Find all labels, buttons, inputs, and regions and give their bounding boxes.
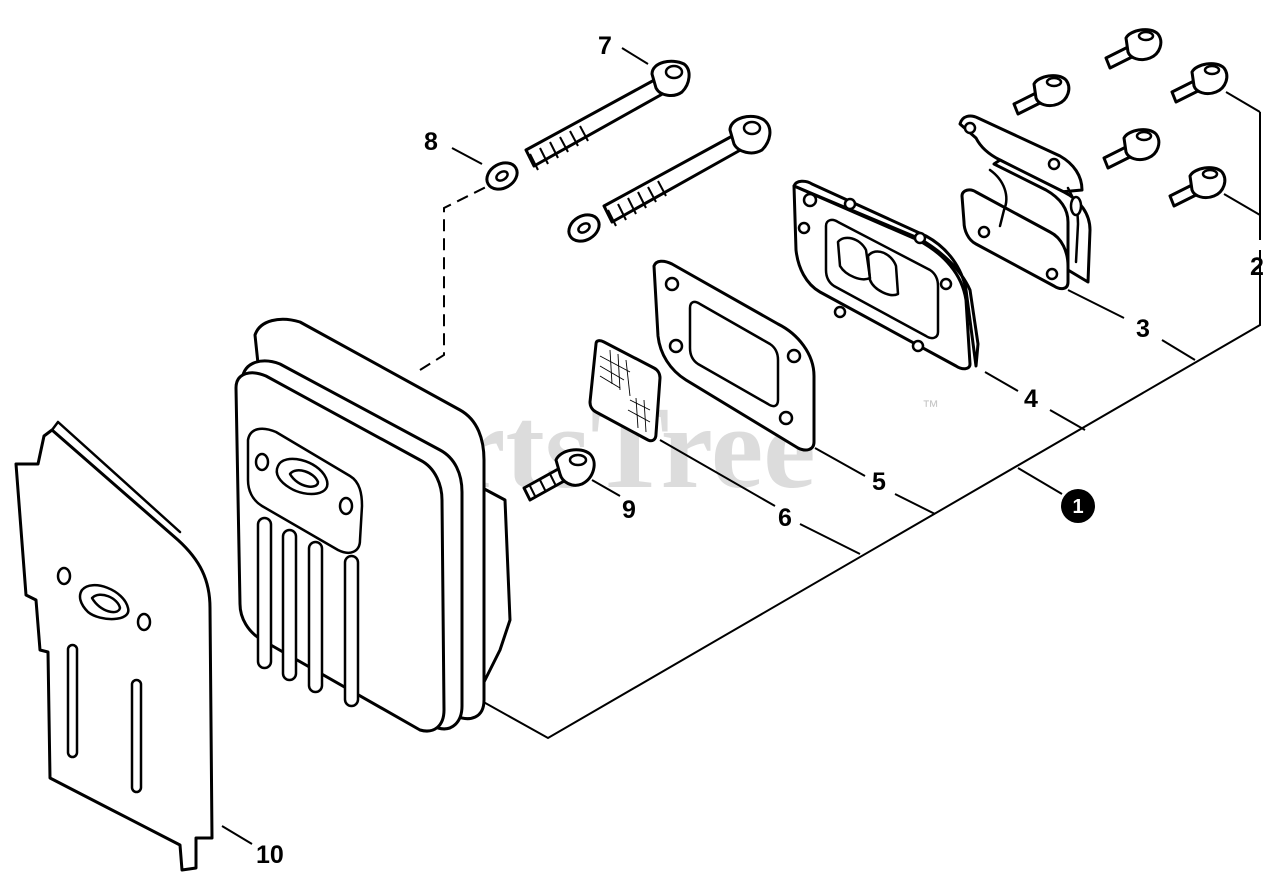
part-7-bolts: [524, 59, 772, 227]
part-4-catalyst-plate: [792, 179, 980, 371]
screw-2b: [1012, 74, 1071, 116]
leader-10: [221, 825, 253, 845]
alignment-dashed-line: [419, 185, 489, 371]
callout-10: 10: [256, 841, 284, 869]
callout-5: 5: [872, 468, 886, 496]
callout-2: 2: [1250, 253, 1264, 281]
callout-4: 4: [1024, 385, 1038, 413]
callout-6: 6: [778, 504, 792, 532]
callout-3: 3: [1136, 315, 1150, 343]
callout-9: 9: [622, 496, 636, 524]
part-3-bracket: [958, 114, 1092, 291]
part-6-screen: [588, 339, 662, 443]
callout-1-badge: 1: [1061, 489, 1095, 523]
part-9-screw: [522, 448, 596, 502]
callout-8: 8: [424, 128, 438, 156]
screw-2d: [1102, 128, 1161, 170]
muffler-body: [234, 317, 512, 733]
callout-1: 1: [1072, 496, 1083, 518]
screw-2c: [1170, 62, 1229, 104]
callout-7: 7: [598, 32, 612, 60]
assembly-bracket-lines: [461, 91, 1261, 740]
leader-7: [621, 47, 649, 65]
screw-2e: [1168, 166, 1227, 208]
part-10-heat-shield: [14, 420, 214, 872]
part-5-gasket: [652, 259, 816, 452]
screw-2a: [1104, 28, 1163, 70]
part-2-screws: [1012, 28, 1229, 208]
part-8-washers: [485, 161, 601, 243]
watermark-trademark: ™: [922, 397, 939, 416]
leader-9: [591, 479, 621, 497]
leader-8: [451, 147, 483, 165]
